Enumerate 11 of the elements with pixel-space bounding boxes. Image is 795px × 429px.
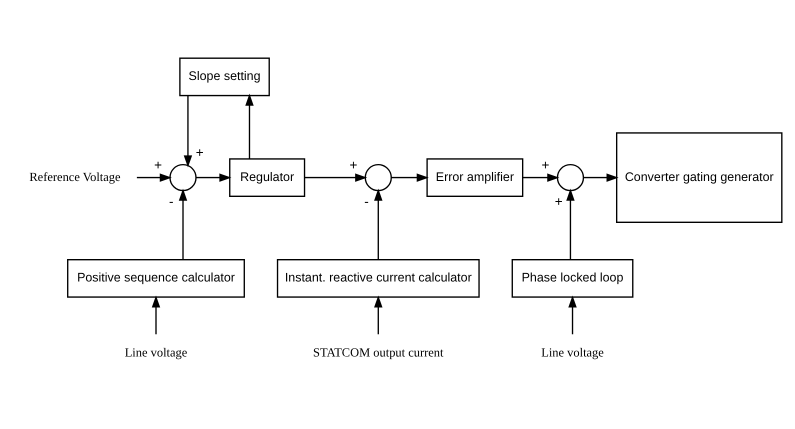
edge-label: -	[169, 193, 174, 208]
node-text: Reference Voltage	[29, 169, 121, 184]
edge-label: +	[542, 156, 550, 172]
edge-label: +	[349, 156, 358, 172]
edge-label: -	[364, 193, 369, 208]
edge-label: +	[196, 144, 204, 160]
node-text: STATCOM output current	[313, 344, 444, 359]
node-text: Line voltage	[541, 344, 604, 359]
edge-label: +	[154, 156, 162, 172]
node-text: Line voltage	[124, 344, 188, 359]
edge-label: +	[554, 193, 563, 208]
